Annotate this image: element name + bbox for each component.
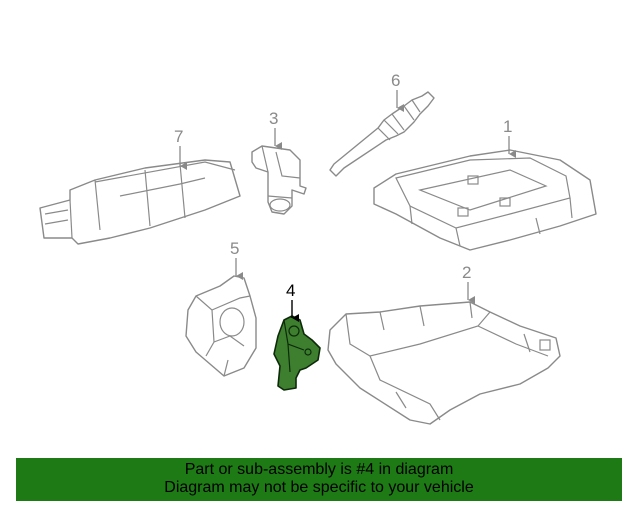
- part-1-ecu[interactable]: [373, 149, 597, 251]
- callout-1: 1: [503, 117, 512, 136]
- part-6-glow-plug[interactable]: [329, 91, 435, 177]
- callout-2: 2: [462, 263, 471, 282]
- info-banner: Part or sub-assembly is #4 in diagram Di…: [16, 458, 622, 501]
- part-2-tray[interactable]: [327, 301, 561, 425]
- part-7-module[interactable]: [39, 159, 241, 245]
- banner-line-1: Part or sub-assembly is #4 in diagram: [184, 461, 454, 478]
- callout-3: 3: [269, 109, 278, 128]
- callout-5: 5: [230, 239, 239, 258]
- callout-7: 7: [174, 127, 183, 146]
- callout-6: 6: [391, 71, 400, 90]
- part-4-sensor[interactable]: [273, 315, 321, 391]
- part-3-sensor[interactable]: [251, 145, 307, 215]
- banner-line-2: Diagram may not be specific to your vehi…: [164, 479, 474, 496]
- callout-4: 4: [286, 281, 295, 300]
- part-5-bracket[interactable]: [185, 275, 257, 377]
